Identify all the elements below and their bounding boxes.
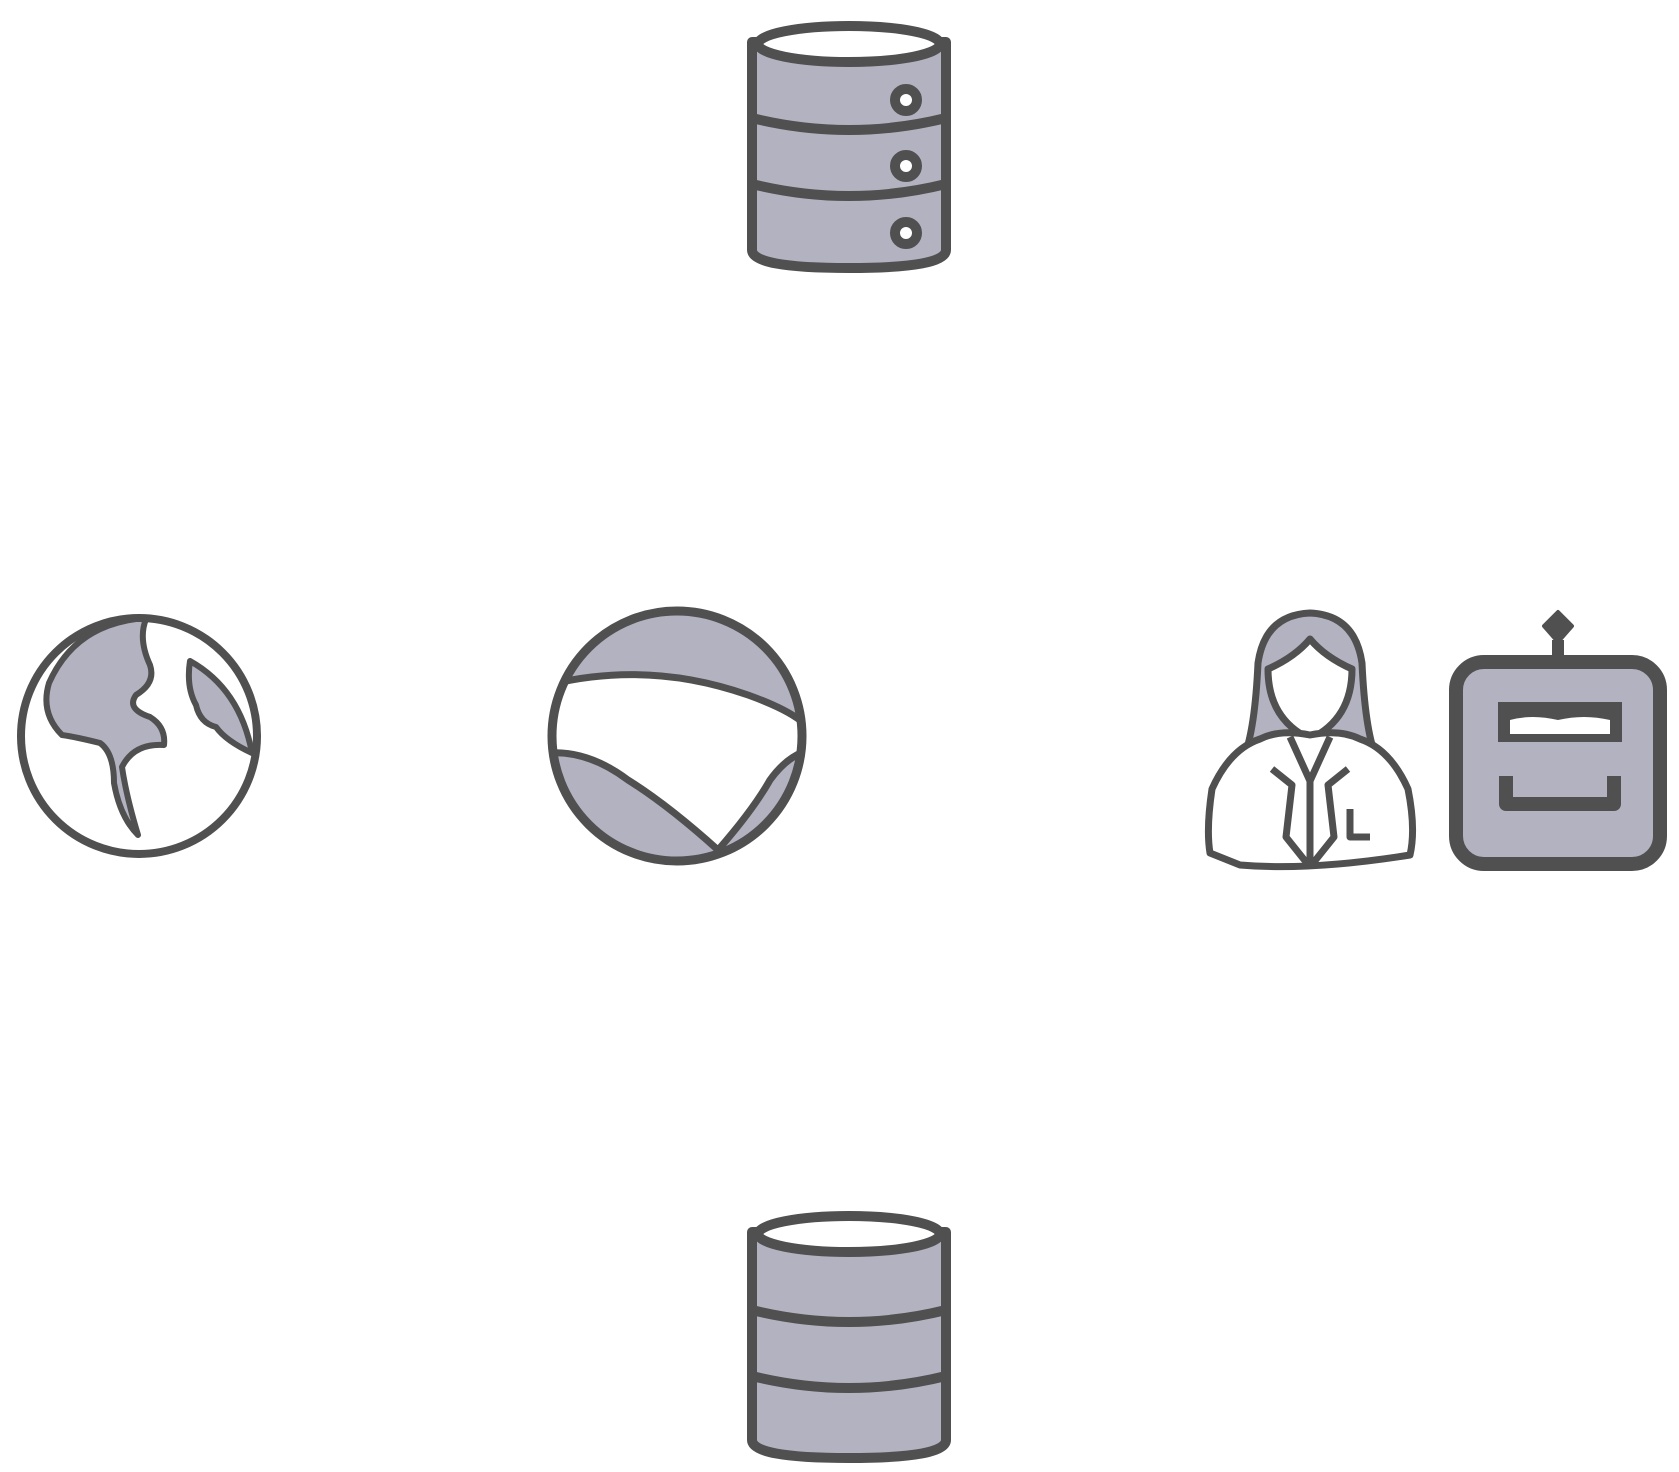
database-icon <box>744 1204 954 1466</box>
woman-professional-icon <box>1200 609 1420 871</box>
globe-icon <box>14 605 264 867</box>
striped-sphere-icon <box>547 605 807 867</box>
robot-icon <box>1449 608 1667 871</box>
database-server-icon <box>744 14 954 276</box>
